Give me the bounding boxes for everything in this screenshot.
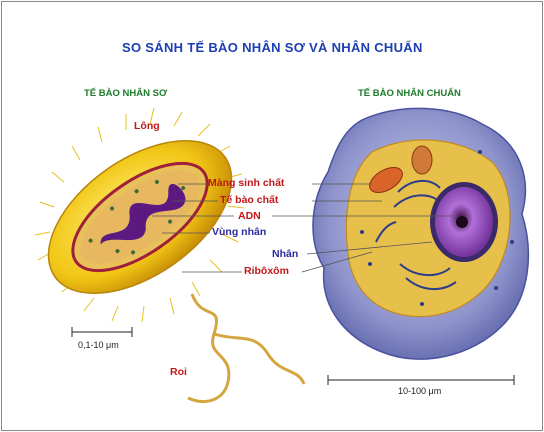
eukaryote-cell	[313, 108, 528, 359]
prokaryote-scale-label: 0,1-10 μm	[78, 340, 119, 350]
label-nucleoid: Vùng nhân	[212, 226, 266, 238]
label-dna: ADN	[238, 210, 261, 222]
label-nucleus: Nhân	[272, 248, 298, 260]
eukaryote-scale-label: 10-100 μm	[398, 386, 441, 396]
flagellum-label: Roi	[170, 366, 187, 378]
mitochondrion-2	[412, 146, 432, 174]
label-ribosome: Ribôxôm	[244, 265, 289, 277]
flagellum	[188, 294, 304, 401]
pili-label: Lông	[134, 120, 160, 132]
prokaryote-cell	[22, 108, 304, 401]
nucleolus	[456, 216, 468, 228]
label-cytoplasm: Tế bào chất	[220, 194, 278, 206]
label-plasma-membrane: Màng sinh chất	[208, 177, 284, 189]
